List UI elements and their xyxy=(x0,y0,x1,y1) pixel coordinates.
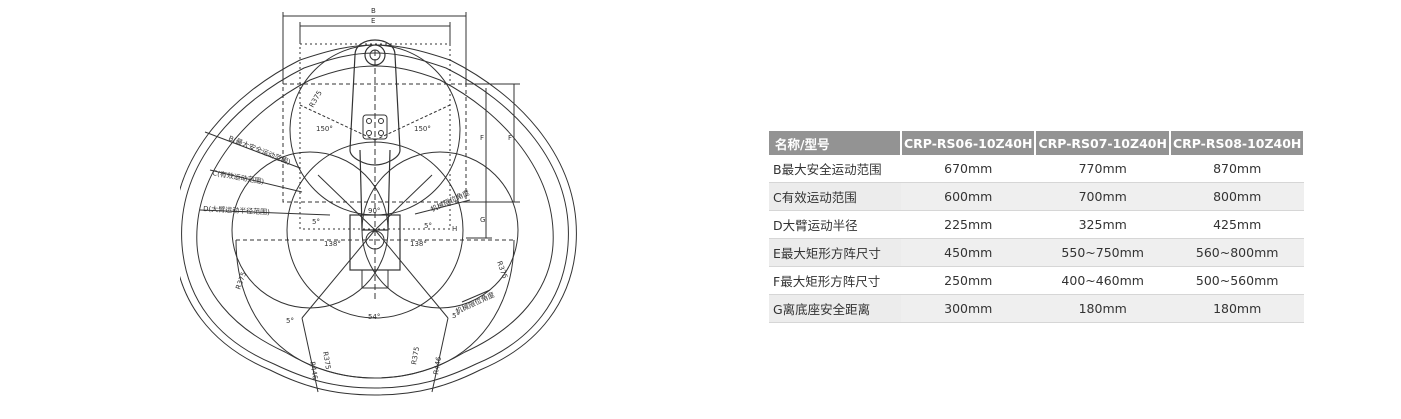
row-label: F最大矩形方阵尺寸 xyxy=(769,266,901,295)
radius-r446-left: R446 xyxy=(308,361,319,381)
row-label: C有效运动范围 xyxy=(769,182,901,211)
cell-value: 600mm xyxy=(901,182,1036,211)
table-row: G离底座安全距离 300mm 180mm 180mm xyxy=(769,294,1305,323)
lower-left-lobe xyxy=(235,239,376,379)
cell-value: 770mm xyxy=(1035,155,1170,183)
angle-5-top-right: 5° xyxy=(424,222,432,230)
header-rs08: CRP-RS08-10Z40H xyxy=(1169,131,1306,155)
row-label: G离底座安全距离 xyxy=(769,294,901,323)
radius-r375-left: R375 xyxy=(234,271,248,291)
cell-value: 180mm xyxy=(1169,294,1305,323)
cell-value: 425mm xyxy=(1169,210,1305,239)
radius-r375-bottom-left: R375 xyxy=(321,351,332,370)
cell-value: 225mm xyxy=(901,210,1036,239)
cell-value: 180mm xyxy=(1035,294,1170,323)
table-row: E最大矩形方阵尺寸 450mm 550~750mm 560~800mm xyxy=(769,238,1305,267)
angle-5-top-left: 5° xyxy=(312,218,320,226)
callout-c: C(有效运动范围) xyxy=(212,168,265,186)
angle-138-right: 138° xyxy=(410,240,427,248)
callout-mech-lower: 机械限位角度 xyxy=(454,290,496,316)
header-rs07: CRP-RS07-10Z40H xyxy=(1035,131,1171,155)
spec-table: 名称/型号 CRP-RS06-10Z40H CRP-RS07-10Z40H CR… xyxy=(769,131,1306,323)
cell-value: 325mm xyxy=(1035,210,1170,239)
angle-138-left: 138° xyxy=(324,240,341,248)
lower-right-lobe xyxy=(374,239,515,379)
table-row: B最大安全运动范围 670mm 770mm 870mm xyxy=(769,155,1305,183)
cell-value: 550~750mm xyxy=(1035,238,1170,267)
table-row: C有效运动范围 600mm 700mm 800mm xyxy=(769,182,1305,211)
row-label: B最大安全运动范围 xyxy=(769,155,901,183)
dim-label-f1: F xyxy=(480,134,484,142)
angle-54: 54° xyxy=(368,313,380,321)
callout-d: D(大臂运动半径范围) xyxy=(203,204,270,217)
effective-boundary xyxy=(196,65,554,379)
table-header-row: 名称/型号 CRP-RS06-10Z40H CRP-RS07-10Z40H CR… xyxy=(769,131,1306,155)
radius-r375-right: R375 xyxy=(495,260,509,280)
header-name-model: 名称/型号 xyxy=(769,131,902,155)
row-label: E最大矩形方阵尺寸 xyxy=(769,238,901,267)
angle-5-bottom-right: 5° xyxy=(452,312,460,320)
cell-value: 300mm xyxy=(901,294,1036,323)
cell-value: 400~460mm xyxy=(1035,266,1170,295)
angle-5-bottom-left: 5° xyxy=(286,317,294,325)
cell-value: 250mm xyxy=(901,266,1036,295)
dim-label-f2: F xyxy=(508,134,512,142)
dim-label-e: E xyxy=(371,17,375,25)
cell-value: 870mm xyxy=(1169,155,1305,183)
radius-r375-bottom-right: R375 xyxy=(410,346,421,365)
cell-value: 500~560mm xyxy=(1169,266,1305,295)
row-label: D大臂运动半径 xyxy=(769,210,901,239)
header-rs06: CRP-RS06-10Z40H xyxy=(901,131,1037,155)
angle-90: 90° xyxy=(368,207,380,215)
cell-value: 560~800mm xyxy=(1169,238,1305,267)
cell-value: 670mm xyxy=(901,155,1036,183)
dim-label-h: H xyxy=(452,225,457,233)
cell-value: 700mm xyxy=(1035,182,1170,211)
outer-safety-boundary-inner xyxy=(181,52,569,389)
cell-value: 800mm xyxy=(1169,182,1305,211)
angle-150-left: 150° xyxy=(316,125,333,133)
table-row: D大臂运动半径 225mm 325mm 425mm xyxy=(769,210,1305,239)
robot-upper-arm xyxy=(349,39,401,166)
rect-work-area-inner xyxy=(299,43,451,230)
radius-r375-top: R375 xyxy=(308,89,324,109)
dim-label-g: G xyxy=(480,216,485,224)
dim-label-b: B xyxy=(371,7,376,15)
radius-r446-right: R446 xyxy=(432,355,443,375)
robot-workspace-diagram: B E F F G H R375 R375 R375 R375 R375 R44… xyxy=(180,7,577,396)
table-row: F最大矩形方阵尺寸 250mm 400~460mm 500~560mm xyxy=(769,266,1305,295)
cell-value: 450mm xyxy=(901,238,1036,267)
rect-work-area xyxy=(282,83,467,203)
angle-150-right: 150° xyxy=(414,125,431,133)
